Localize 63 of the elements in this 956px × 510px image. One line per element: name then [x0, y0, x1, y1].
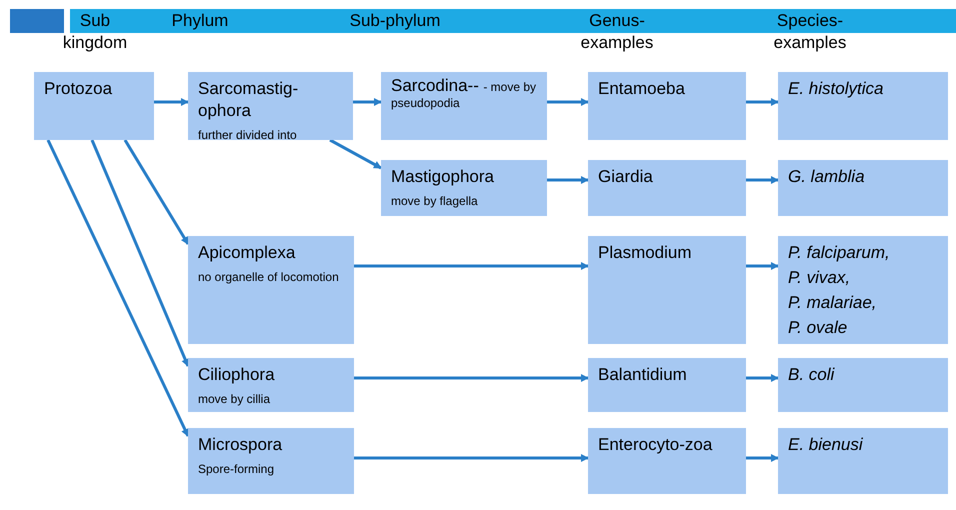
arrow [746, 454, 779, 462]
taxon-box [778, 358, 948, 412]
taxon-name: B. coli [788, 364, 836, 386]
taxon-name: G. lamblia [788, 166, 866, 188]
arrow [354, 262, 589, 270]
column-header: Genus- examples [580, 10, 654, 54]
taxon-name: Enterocyto-zoa [598, 434, 714, 456]
arrow [354, 374, 589, 382]
taxon-name: Balantidium [598, 364, 688, 386]
taxon-name: Protozoa [44, 78, 114, 100]
taxon-description: move by cillia [198, 391, 272, 408]
taxon-box [381, 72, 547, 140]
taxon-box [778, 72, 948, 140]
taxon-name: Plasmodium [598, 242, 693, 264]
arrow [154, 98, 189, 106]
taxon-name: P. vivax, [788, 267, 852, 289]
taxon-box [188, 358, 354, 412]
taxon-box [188, 72, 353, 140]
taxon-name: P. falciparum, [788, 242, 891, 264]
taxon-description: further divided into [198, 127, 298, 144]
taxon-name: Sarcodina-- - move by pseudopodia [391, 78, 537, 111]
arrow [90, 139, 190, 367]
taxon-box [381, 160, 547, 216]
arrow [746, 98, 779, 106]
arrow [329, 138, 382, 170]
taxon-description: move by flagella [391, 193, 479, 210]
taxon-description: Spore-forming [198, 461, 276, 478]
taxon-box [588, 428, 746, 494]
taxon-box [188, 236, 354, 344]
taxon-box [34, 72, 154, 140]
taxon-box [778, 236, 948, 344]
taxon-description: no organelle of locomotion [198, 269, 340, 286]
column-header: Phylum [170, 10, 230, 32]
taxon-name: Apicomplexa [198, 242, 296, 264]
arrow [46, 139, 190, 437]
taxon-name: P. malariae, [788, 292, 878, 314]
taxon-box [588, 236, 746, 344]
taxon-name: Mastigophora [391, 166, 496, 188]
arrow [746, 374, 779, 382]
arrow [353, 98, 382, 106]
arrow [746, 176, 779, 184]
taxon-box [778, 428, 948, 494]
taxon-box [188, 428, 354, 494]
taxon-box [588, 358, 746, 412]
column-header: Species- examples [772, 10, 848, 54]
taxon-name: P. ovale [788, 317, 848, 339]
column-header: Sub kingdom [62, 10, 128, 54]
arrow [746, 262, 779, 270]
taxon-box [588, 72, 746, 140]
arrow [547, 98, 589, 106]
arrow [354, 454, 589, 462]
taxon-name: Sarcomastig- ophora [198, 78, 300, 122]
taxon-box [778, 160, 948, 216]
column-header: Sub-phylum [348, 10, 442, 32]
taxon-name: E. histolytica [788, 78, 884, 100]
taxon-box [588, 160, 746, 216]
arrow [547, 176, 589, 184]
taxon-name: Entamoeba [598, 78, 686, 100]
arrow [124, 139, 190, 245]
taxon-name: E. bienusi [788, 434, 864, 456]
taxon-name: Ciliophora [198, 364, 276, 386]
taxon-name: Microspora [198, 434, 284, 456]
taxon-name: Giardia [598, 166, 654, 188]
